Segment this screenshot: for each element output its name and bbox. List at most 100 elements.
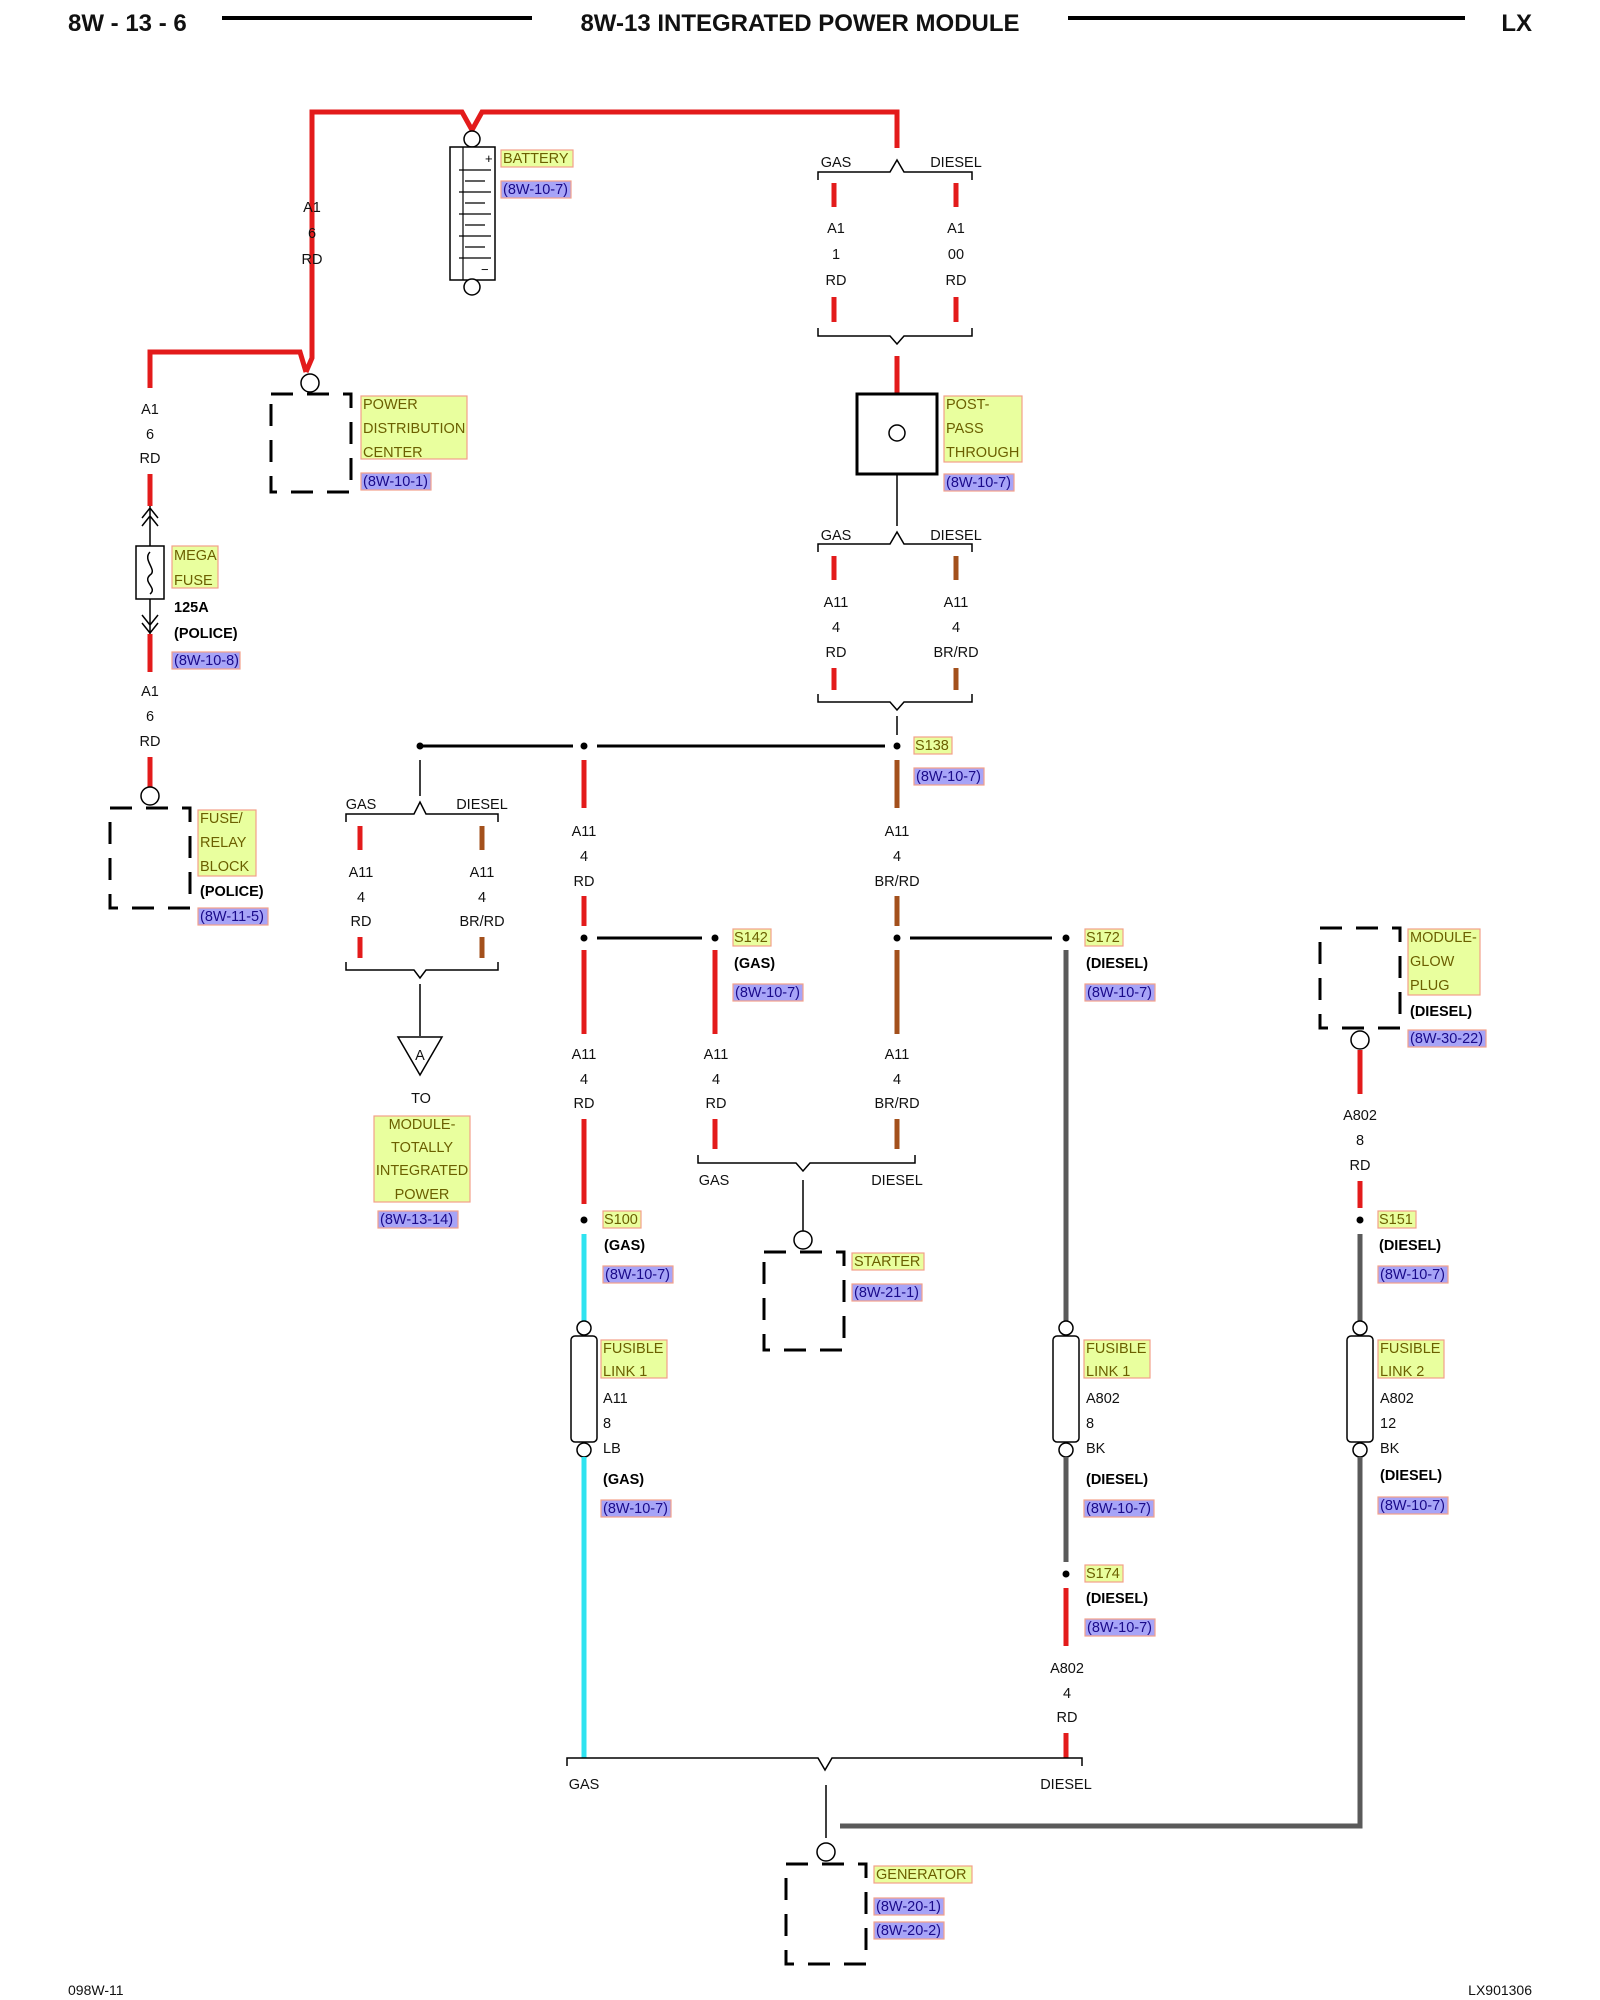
fl2-gauge: 12 (1380, 1416, 1396, 1432)
tipm-label: MODULE- (389, 1117, 456, 1133)
post-label: PASS (946, 421, 984, 437)
s174-label: S174 (1086, 1566, 1120, 1582)
option-diesel: DIESEL (930, 155, 982, 171)
generator-terminal (816, 1842, 836, 1862)
wire-label: A11 (704, 1047, 729, 1063)
s100-name-box (602, 1210, 642, 1229)
fl2-label: LINK 2 (1380, 1364, 1424, 1380)
glow-label: GLOW (1410, 954, 1455, 970)
fl1-diesel-gauge: 8 (1086, 1416, 1094, 1432)
s172-variant: (DIESEL) (1086, 956, 1148, 972)
pdc-ref: (8W-10-1) (363, 474, 428, 490)
frb-ref-box (197, 907, 269, 926)
s151-ref: (8W-10-7) (1380, 1267, 1445, 1283)
option-bracket (817, 158, 973, 180)
footer-left: 098W-11 (68, 1982, 124, 1998)
pdc-label: POWER (363, 397, 418, 413)
fl1-gas-circuit: A11 (603, 1391, 628, 1407)
option-gas: GAS (569, 1777, 600, 1793)
option-bracket (817, 328, 973, 346)
pdc-box (269, 392, 353, 494)
wire-label: A1 (141, 402, 159, 418)
pdc-label: DISTRIBUTION (363, 421, 465, 437)
frb-box (108, 806, 192, 910)
tipm-label: INTEGRATED (376, 1163, 468, 1179)
bat-to-pdc-wire (303, 232, 315, 373)
wire-label: RD (1057, 1710, 1078, 1726)
wire-label: 4 (893, 1072, 901, 1088)
s174-name-box (1084, 1564, 1124, 1583)
connector-symbol (141, 506, 159, 546)
post-label: POST- (946, 397, 990, 413)
fl1-gas-label: LINK 1 (603, 1364, 647, 1380)
starter-ref-box (851, 1283, 923, 1302)
pdc-label: CENTER (363, 445, 423, 461)
tipm-ref: (8W-13-14) (380, 1212, 453, 1228)
mega-ref: (8W-10-8) (174, 653, 239, 669)
s100-ref: (8W-10-7) (605, 1267, 670, 1283)
connector-a-symbol (396, 1036, 444, 1077)
fl1-gas-terminal (576, 1442, 592, 1458)
starter-terminal (793, 1230, 813, 1250)
tipm-label: POWER (395, 1187, 450, 1203)
wire-label: 4 (478, 890, 486, 906)
s142-name-box (732, 928, 772, 947)
generator-ref: (8W-20-1) (876, 1899, 941, 1915)
option-gas: GAS (821, 528, 852, 544)
wire-label: BR/RD (874, 1096, 919, 1112)
wire-label: RD (1350, 1158, 1371, 1174)
option-bracket (566, 1757, 1083, 1772)
fl2-to-generator-wire (840, 1457, 1363, 1829)
fusible-link-1-gas-icon (570, 1335, 598, 1443)
wire-label: RD (140, 451, 161, 467)
fl1-diesel-terminal (1058, 1442, 1074, 1458)
wire-label: A11 (944, 595, 969, 611)
wire-label: RD (826, 273, 847, 289)
bus-dot (580, 742, 588, 750)
wire-label: RD (302, 252, 323, 268)
s151-label: S151 (1379, 1212, 1413, 1228)
option-diesel: DIESEL (930, 528, 982, 544)
wire-label: 4 (357, 890, 365, 906)
s142-ref-box (732, 983, 804, 1002)
vehicle-code: LX (1501, 10, 1532, 37)
option-diesel: DIESEL (1040, 1777, 1092, 1793)
starter-label: STARTER (854, 1254, 920, 1270)
glow-label: PLUG (1410, 978, 1450, 994)
option-bracket (697, 1155, 916, 1173)
wire-label: 00 (948, 247, 964, 263)
option-bracket (817, 694, 973, 712)
frb-ref: (8W-11-5) (200, 909, 264, 925)
fl2-color: BK (1380, 1441, 1400, 1457)
tipm-label: TOTALLY (391, 1140, 453, 1156)
wire-label: BR/RD (874, 874, 919, 890)
option-gas: GAS (821, 155, 852, 171)
glow-terminal (1350, 1030, 1370, 1050)
bus-dot (416, 742, 424, 750)
wire-label: A802 (1050, 1661, 1084, 1677)
wire-label: A11 (885, 1047, 910, 1063)
connector-a-label: A (415, 1048, 425, 1064)
fl2-circuit: A802 (1380, 1391, 1414, 1407)
s100-dot (580, 1216, 588, 1224)
wire-label: RD (140, 734, 161, 750)
wire-label: 4 (832, 620, 840, 636)
battery-icon: + − (449, 146, 496, 281)
frb-name-box (197, 809, 257, 877)
fl1-gas-ref: (8W-10-7) (603, 1501, 668, 1517)
wire-label: RD (574, 1096, 595, 1112)
svg-text:−: − (481, 262, 489, 277)
wire-label: A11 (824, 595, 849, 611)
s172-name-box (1084, 928, 1124, 947)
wire-label: A1 (141, 684, 159, 700)
s151-ref-box (1377, 1265, 1449, 1284)
wire-label: A1 (947, 221, 965, 237)
wire-label: 4 (952, 620, 960, 636)
wire-label: 8 (1356, 1133, 1364, 1149)
battery-ref-box (500, 180, 572, 199)
fl1-diesel-circuit: A802 (1086, 1391, 1120, 1407)
frb-label: FUSE/ (200, 811, 244, 827)
wire-label: RD (946, 273, 967, 289)
s174-ref: (8W-10-7) (1087, 1620, 1152, 1636)
wire-label: A1 (303, 200, 321, 216)
